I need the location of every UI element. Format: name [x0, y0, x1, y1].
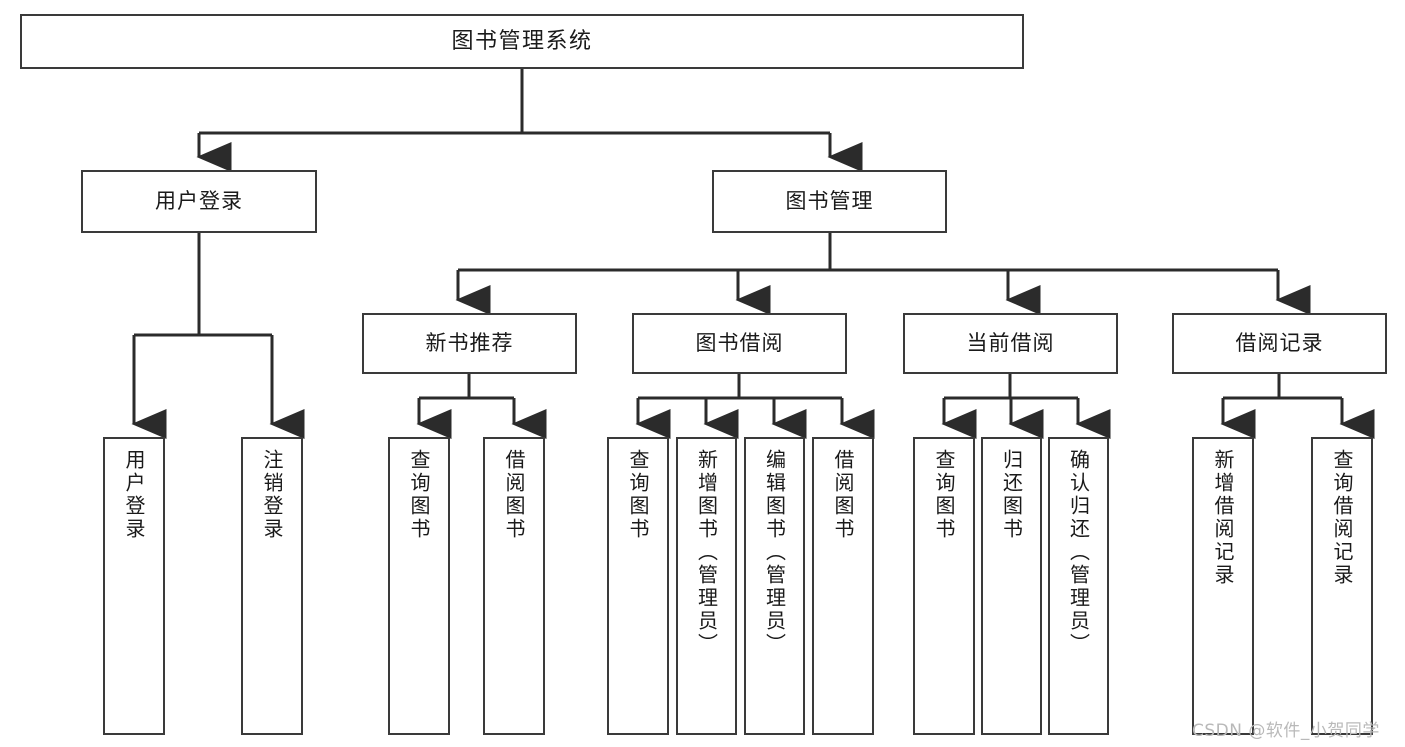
node-book-management[interactable]: 图书管理 [712, 170, 947, 233]
node-label: 确认归还（管理员） [1066, 449, 1091, 656]
node-label: 编辑图书（管理员） [762, 449, 787, 656]
leaf-new-book-query[interactable]: 查询图书 [388, 437, 450, 735]
node-label: 用户登录 [155, 189, 243, 214]
leaf-user-logout[interactable]: 注销登录 [241, 437, 303, 735]
leaf-borrow-query-book[interactable]: 查询图书 [607, 437, 669, 735]
node-label: 查询图书 [407, 449, 431, 541]
leaf-record-query[interactable]: 查询借阅记录 [1311, 437, 1373, 735]
node-label: 图书管理系统 [451, 28, 593, 54]
node-label: 新增图书（管理员） [694, 449, 719, 656]
node-label: 借阅图书 [831, 449, 855, 541]
node-root-system[interactable]: 图书管理系统 [20, 14, 1024, 69]
leaf-borrow-add-book-admin[interactable]: 新增图书（管理员） [676, 437, 737, 735]
node-label: 新书推荐 [425, 331, 514, 356]
node-label: 借阅图书 [502, 449, 526, 541]
node-label: 注销登录 [260, 449, 284, 541]
node-label: 新增借阅记录 [1211, 449, 1235, 587]
node-label: 查询图书 [932, 449, 956, 541]
node-label: 用户登录 [122, 449, 146, 541]
leaf-user-login[interactable]: 用户登录 [103, 437, 165, 735]
leaf-new-book-borrow[interactable]: 借阅图书 [483, 437, 545, 735]
node-label: 归还图书 [999, 449, 1024, 541]
leaf-current-return-book[interactable]: 归还图书 [981, 437, 1042, 735]
leaf-current-query-book[interactable]: 查询图书 [913, 437, 975, 735]
node-borrow-record[interactable]: 借阅记录 [1172, 313, 1387, 374]
leaf-borrow-edit-book-admin[interactable]: 编辑图书（管理员） [744, 437, 805, 735]
node-label: 图书管理 [785, 189, 874, 214]
node-label: 查询图书 [626, 449, 650, 541]
node-label: 当前借阅 [966, 331, 1055, 356]
csdn-watermark: CSDN @软件_小贺同学 [1192, 721, 1380, 741]
leaf-record-add[interactable]: 新增借阅记录 [1192, 437, 1254, 735]
node-label: 查询借阅记录 [1330, 449, 1354, 587]
node-label: 借阅记录 [1235, 331, 1324, 356]
node-new-book-recommend[interactable]: 新书推荐 [362, 313, 577, 374]
node-current-borrow[interactable]: 当前借阅 [903, 313, 1118, 374]
node-label: 图书借阅 [695, 331, 784, 356]
leaf-borrow-borrow-book[interactable]: 借阅图书 [812, 437, 874, 735]
node-book-borrow[interactable]: 图书借阅 [632, 313, 847, 374]
node-user-login[interactable]: 用户登录 [81, 170, 317, 233]
leaf-current-confirm-return-admin[interactable]: 确认归还（管理员） [1048, 437, 1109, 735]
